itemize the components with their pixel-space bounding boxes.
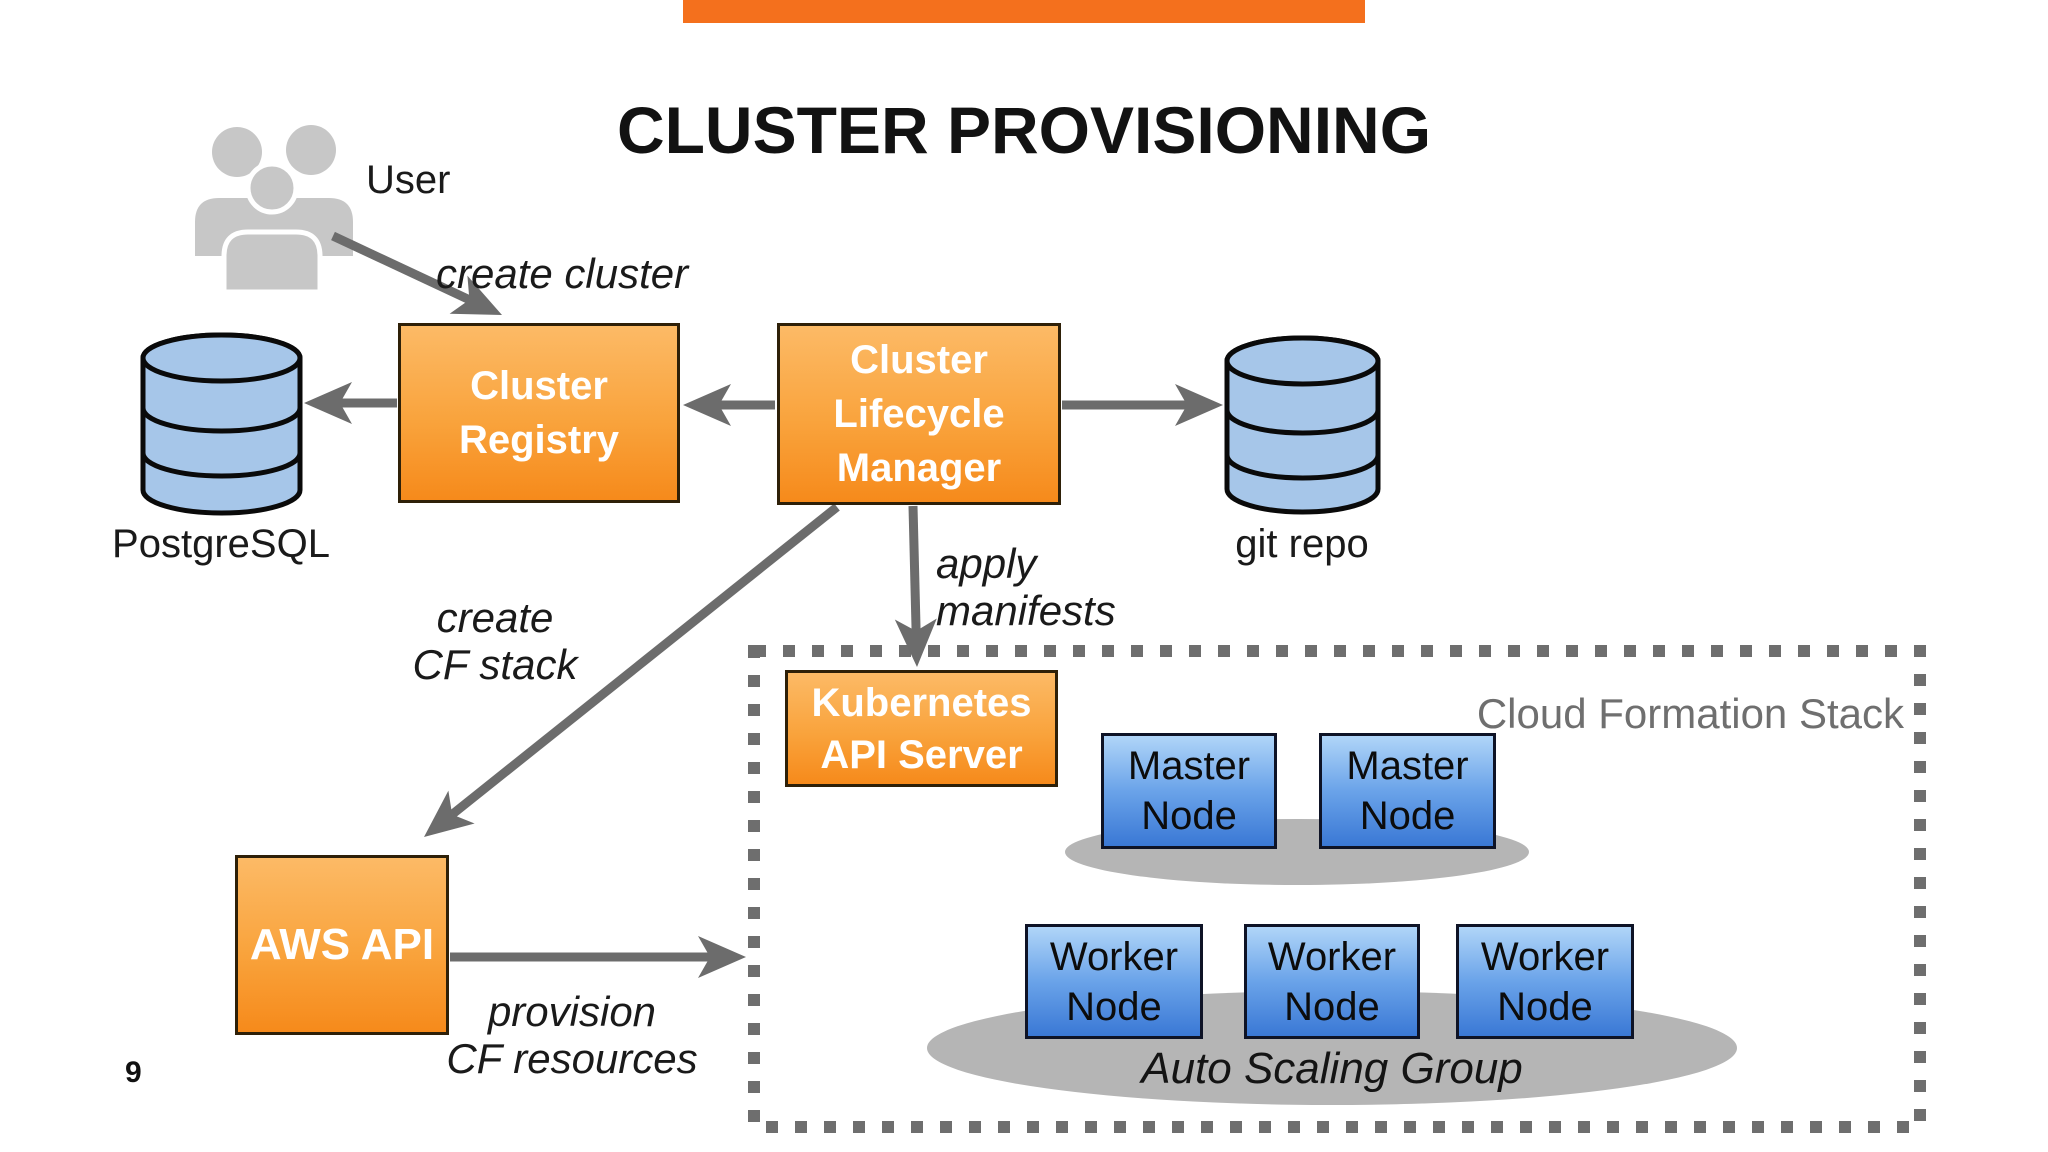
user-label: User <box>366 158 451 202</box>
arrow-lifecycle-manager-to-aws-api <box>449 503 840 819</box>
edge-label-provision-cf-resources: provision CF resources <box>446 988 698 1082</box>
page-number: 9 <box>125 1056 142 1089</box>
arrow-cluster-registry-to-postgresql-head <box>304 382 352 424</box>
auto-scaling-group-label: Auto Scaling Group <box>1141 1044 1523 1093</box>
arrow-lifecycle-manager-to-git-repo-head <box>1175 384 1223 426</box>
accent-top-bar <box>683 0 1365 23</box>
edge-label-create-cf-stack: create CF stack <box>412 594 578 688</box>
aws-api-box: AWS API <box>235 855 449 1035</box>
cluster-registry-box: Cluster Registry <box>398 323 680 503</box>
cluster-lifecycle-manager-box: Cluster Lifecycle Manager <box>777 323 1061 505</box>
master-node-box-1: Master Node <box>1101 733 1277 849</box>
arrow-user-to-cluster-registry-head <box>449 275 502 315</box>
edge-label-create-cluster: create cluster <box>436 250 689 297</box>
arrow-lifecycle-manager-to-kubernetes-api-head <box>894 618 937 667</box>
cloud-formation-stack-label: Cloud Formation Stack <box>1476 690 1904 737</box>
arrow-user-to-cluster-registry <box>331 231 472 304</box>
arrow-aws-api-to-cf-stack-head <box>698 936 746 978</box>
worker-node-box-1: Worker Node <box>1025 924 1203 1039</box>
edge-label-apply-manifests: apply manifests <box>936 540 1116 634</box>
worker-node-box-2: Worker Node <box>1244 924 1420 1039</box>
kubernetes-api-server-box: Kubernetes API Server <box>785 670 1058 787</box>
worker-node-box-3: Worker Node <box>1456 924 1634 1039</box>
arrow-lifecycle-manager-to-cluster-registry-head <box>683 384 731 426</box>
postgresql-database-icon <box>140 332 303 516</box>
arrow-lifecycle-manager-to-aws-api-head <box>424 790 475 837</box>
git-repo-database-icon <box>1224 335 1381 515</box>
user-group-icon <box>195 125 353 295</box>
master-node-box-2: Master Node <box>1319 733 1496 849</box>
slide-title: CLUSTER PROVISIONING <box>616 93 1432 167</box>
cloud-formation-stack-dotted-border <box>748 645 1926 1133</box>
arrow-lifecycle-manager-to-kubernetes-api <box>908 505 921 632</box>
postgresql-label: PostgreSQL <box>112 522 330 566</box>
git-repo-label: git repo <box>1235 522 1369 566</box>
